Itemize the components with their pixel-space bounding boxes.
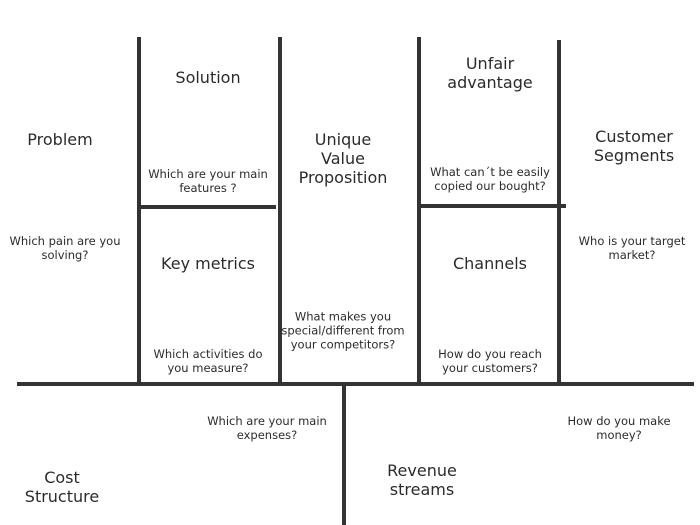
text-line: money? [596, 428, 642, 442]
text-line: market? [608, 248, 656, 262]
text-line: Which are your main [148, 167, 268, 182]
text-line: Which are your main [207, 414, 327, 429]
text-line: special/different from [281, 323, 405, 338]
cost-structure-question: Which are your main expenses? [207, 414, 327, 443]
text-line: streams [389, 480, 455, 499]
text-line: features ? [179, 181, 237, 195]
text-line: How do you make [567, 414, 671, 429]
customer-segments-title: Customer Segments [594, 127, 674, 165]
text-line: Which activities do [153, 347, 263, 362]
text-line: Unique [314, 130, 372, 150]
divider-line [137, 37, 141, 385]
text-line: your customers? [442, 361, 538, 375]
text-line: Segments [593, 146, 675, 165]
text-line: copied our bought? [434, 179, 546, 193]
divider-line [421, 204, 566, 208]
unfair-advantage-question: What can´t be easily copied our bought? [430, 165, 550, 194]
text-line: How do you reach [438, 347, 542, 362]
text-line: Proposition [298, 168, 388, 188]
text-line: expenses? [236, 428, 298, 442]
divider-line [141, 205, 276, 209]
text-line: Cost [44, 467, 80, 487]
text-line: your competitors? [290, 336, 396, 351]
problem-title: Problem [27, 129, 93, 149]
key-metrics-title: Key metrics [161, 253, 255, 273]
uvp-title: Unique Value Proposition [299, 130, 388, 188]
text-line: What can´t be easily [430, 165, 550, 180]
divider-line [417, 37, 421, 385]
divider-line [278, 37, 282, 385]
text-line: Structure [24, 487, 100, 506]
solution-title: Solution [175, 67, 241, 87]
divider-line [342, 384, 346, 525]
divider-line [17, 382, 694, 386]
text-line: Customer [595, 126, 673, 146]
text-line: Who is your target [578, 234, 686, 249]
unfair-advantage-title: Unfair advantage [447, 54, 532, 92]
text-line: solving? [41, 248, 89, 262]
channels-question: How do you reach your customers? [438, 347, 542, 376]
channels-title: Channels [452, 253, 528, 273]
problem-question: Which pain are you solving? [9, 234, 121, 263]
customer-segments-question: Who is your target market? [578, 234, 686, 263]
revenue-streams-question: How do you make money? [567, 414, 671, 443]
cost-structure-title: Cost Structure [25, 468, 99, 506]
text-line: Revenue [387, 460, 457, 480]
divider-line [557, 40, 561, 385]
revenue-streams-title: Revenue streams [387, 461, 457, 499]
solution-question: Which are your main features ? [148, 167, 268, 196]
text-line: advantage [447, 73, 533, 92]
text-line: Value [321, 149, 365, 169]
text-line: you measure? [167, 361, 249, 375]
uvp-question: What makes you special/different from yo… [281, 310, 404, 351]
key-metrics-question: Which activities do you measure? [153, 347, 263, 376]
text-line: What makes you [294, 309, 392, 324]
text-line: Unfair [465, 53, 515, 73]
text-line: Which pain are you [9, 234, 121, 249]
